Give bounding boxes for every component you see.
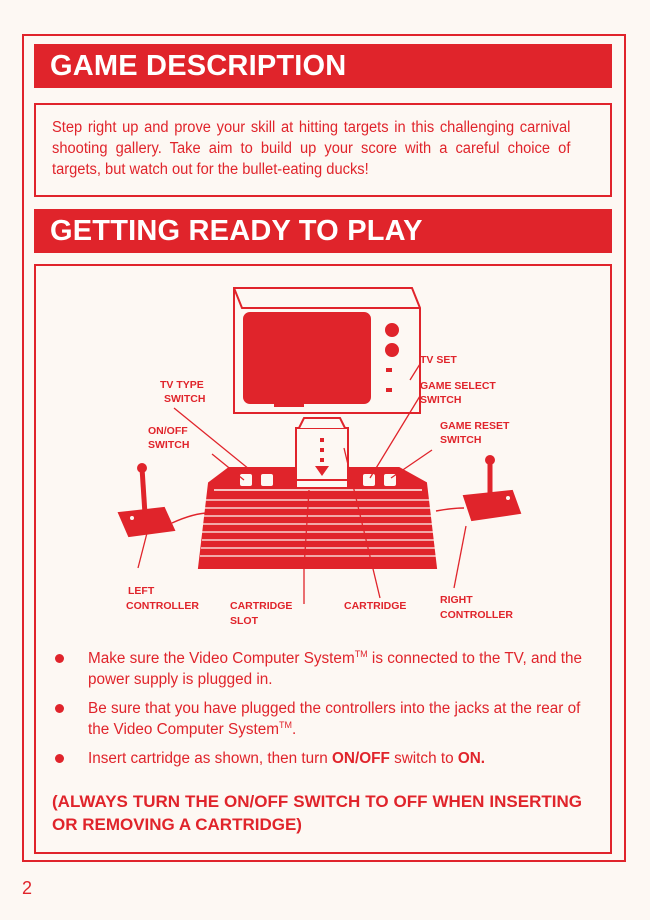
instruction-emphasis: ON. — [457, 750, 486, 767]
cartridge-illustration — [295, 417, 349, 481]
section-title-game-description: GAME DESCRIPTION — [34, 44, 612, 88]
trademark-mark: TM — [354, 648, 368, 659]
label-tv-type-switch-2: SWITCH — [164, 393, 205, 405]
instruction-text: Be sure that you have plugged the contro… — [88, 700, 581, 738]
label-cartridge-slot-2: SLOT — [230, 615, 259, 627]
trademark-mark: TM — [279, 719, 293, 730]
label-on-off-switch-2: SWITCH — [148, 439, 189, 451]
label-left-controller-2: CONTROLLER — [126, 600, 199, 612]
page-number: 2 — [22, 878, 33, 898]
description-box — [34, 103, 612, 197]
getting-ready-box — [34, 264, 612, 854]
label-game-reset-1: GAME RESET — [440, 420, 510, 432]
instruction-list: Make sure the Video Computer SystemTM is… — [52, 648, 592, 777]
section-title-getting-ready: GETTING READY TO PLAY — [34, 209, 612, 253]
label-on-off-switch-1: ON/OFF — [148, 425, 188, 437]
label-game-select-1: GAME SELECT — [420, 380, 496, 392]
console-diagram: TV SET TV TYPE SWITCH ON/OFF SWITCH GAME… — [117, 287, 522, 627]
instruction-emphasis: ON/OFF — [332, 750, 390, 767]
left-controller-illustration — [117, 463, 210, 538]
label-game-select-2: SWITCH — [420, 394, 461, 406]
tv-set-illustration — [233, 287, 421, 414]
label-tv-set: TV SET — [420, 354, 457, 366]
label-tv-type-switch-1: TV TYPE — [160, 379, 204, 391]
instruction-text: Make sure the Video Computer System — [88, 650, 355, 667]
label-right-controller-2: CONTROLLER — [440, 609, 513, 621]
instruction-item: Insert cartridge as shown, then turn ON/… — [52, 748, 592, 769]
label-cartridge-slot-1: CARTRIDGE — [230, 600, 292, 612]
instruction-item: Be sure that you have plugged the contro… — [52, 698, 592, 740]
right-controller-illustration — [435, 455, 522, 522]
label-game-reset-2: SWITCH — [440, 434, 481, 446]
label-cartridge: CARTRIDGE — [344, 600, 406, 612]
bullet-icon — [55, 654, 64, 663]
console-illustration — [197, 467, 438, 569]
label-right-controller-1: RIGHT — [440, 594, 473, 606]
instruction-text: Insert cartridge as shown, then turn — [88, 750, 333, 767]
game-description-text: Step right up and prove your skill at hi… — [52, 119, 571, 178]
instruction-text: switch to — [389, 750, 458, 767]
warning-text: (ALWAYS TURN THE ON/OFF SWITCH TO OFF WH… — [52, 792, 582, 834]
instruction-text: . — [292, 721, 297, 738]
instruction-text: is connected to the TV, and the power su… — [88, 650, 583, 688]
page-frame — [22, 34, 626, 862]
label-left-controller-1: LEFT — [128, 585, 155, 597]
instruction-item: Make sure the Video Computer SystemTM is… — [52, 648, 592, 690]
bullet-icon — [55, 704, 64, 713]
bullet-icon — [55, 754, 64, 763]
